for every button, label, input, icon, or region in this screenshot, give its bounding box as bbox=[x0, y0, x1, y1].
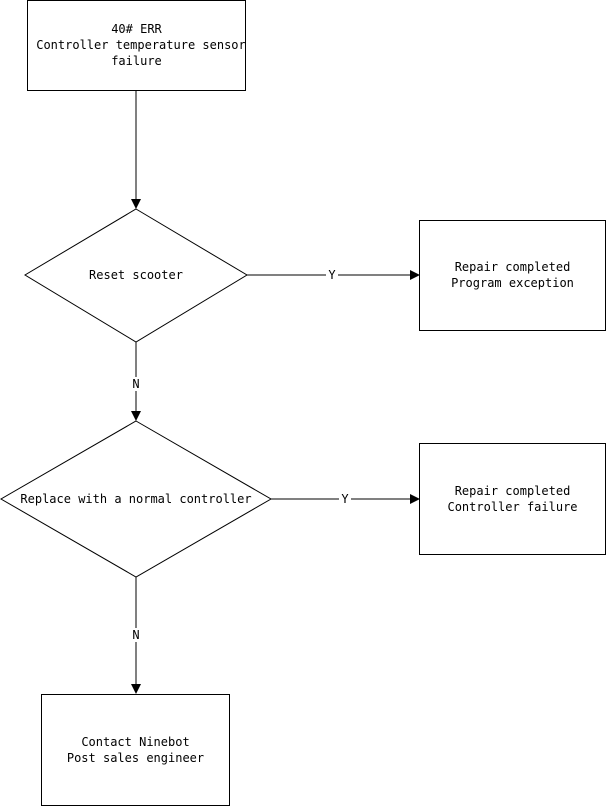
label-yes-2-bg bbox=[339, 492, 351, 506]
result2-line-1: Repair completed bbox=[455, 484, 571, 498]
final-line-1: Contact Ninebot bbox=[81, 735, 189, 749]
result2-line-2: Controller failure bbox=[447, 500, 577, 514]
result-program-exception-box: Repair completed Program exception bbox=[419, 220, 606, 331]
decision-reset-scooter: Reset scooter bbox=[24, 208, 248, 343]
result-controller-failure-box: Repair completed Controller failure bbox=[419, 443, 606, 555]
decision1-text: Reset scooter bbox=[89, 268, 183, 282]
result1-line-1: Repair completed bbox=[455, 260, 571, 274]
final-contact-box: Contact Ninebot Post sales engineer bbox=[41, 694, 230, 806]
start-line-3: failure bbox=[111, 54, 162, 68]
label-no-2-bg bbox=[130, 628, 142, 642]
edge-label-no-2: N bbox=[132, 628, 139, 642]
final-line-2: Post sales engineer bbox=[67, 751, 204, 765]
edge-label-yes-2: Y bbox=[341, 492, 349, 506]
edge-label-yes-1: Y bbox=[328, 268, 336, 282]
arrowhead-decision2 bbox=[131, 411, 141, 421]
label-yes-1-bg bbox=[326, 268, 338, 282]
arrowhead-final bbox=[131, 684, 141, 694]
decision2-text: Replace with a normal controller bbox=[20, 492, 251, 506]
start-line-1: 40# ERR bbox=[111, 22, 162, 36]
arrowhead-result1 bbox=[410, 270, 420, 280]
start-box: 40# ERR Controller temperature sensor fa… bbox=[27, 0, 246, 91]
decision-replace-controller: Replace with a normal controller bbox=[0, 420, 272, 578]
arrowhead-decision1 bbox=[131, 199, 141, 209]
label-no-1-bg bbox=[130, 377, 142, 391]
arrowhead-result2 bbox=[410, 494, 420, 504]
edge-label-no-1: N bbox=[132, 377, 139, 391]
start-line-2: Controller temperature sensor bbox=[36, 38, 246, 52]
result1-line-2: Program exception bbox=[451, 276, 574, 290]
